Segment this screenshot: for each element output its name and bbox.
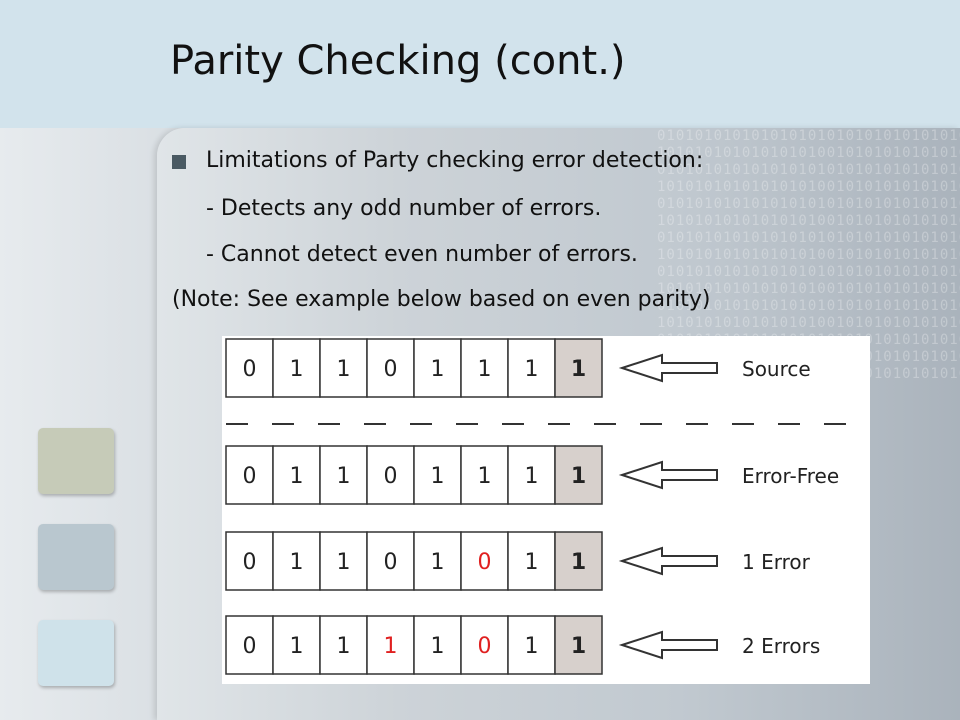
title-band [0, 0, 960, 128]
decorative-square-3 [38, 620, 114, 686]
bit-value: 1 [290, 357, 304, 382]
bit-value: 1 [525, 357, 539, 382]
bit-value: 1 [290, 464, 304, 489]
slide-title: Parity Checking (cont.) [170, 38, 626, 84]
bit-value: 1 [431, 464, 445, 489]
bit-cell [272, 531, 321, 591]
bit-cell [366, 531, 415, 591]
bit-value: 1 [571, 634, 586, 659]
bit-value: 1 [384, 634, 398, 659]
bit-cell [225, 338, 274, 398]
bit-value: 1 [571, 550, 586, 575]
bit-cell [272, 338, 321, 398]
bit-cell [366, 445, 415, 505]
left-arrow-icon [618, 460, 718, 490]
bit-cell [272, 445, 321, 505]
bit-value: 0 [243, 357, 257, 382]
point-odd-errors: - Detects any odd number of errors. [206, 196, 602, 221]
decorative-square-1 [38, 428, 114, 494]
bit-value: 0 [243, 634, 257, 659]
bit-value: 1 [337, 634, 351, 659]
point-even-errors: - Cannot detect even number of errors. [206, 242, 638, 267]
note-text: (Note: See example below based on even p… [172, 287, 711, 312]
bit-cell [554, 615, 603, 675]
bit-value: 1 [431, 634, 445, 659]
bit-value: 1 [431, 357, 445, 382]
bit-value: 1 [478, 357, 492, 382]
bit-value: 1 [571, 357, 586, 382]
bit-value: 0 [243, 550, 257, 575]
bit-value: 1 [525, 464, 539, 489]
row-label: Error-Free [742, 464, 839, 488]
bit-cell [554, 338, 603, 398]
bit-value: 1 [525, 634, 539, 659]
bit-cell [413, 338, 462, 398]
bit-cell [460, 445, 509, 505]
bit-value: 0 [243, 464, 257, 489]
decorative-square-2 [38, 524, 114, 590]
bit-value: 1 [478, 464, 492, 489]
bit-cell [507, 615, 556, 675]
left-arrow-icon [618, 353, 718, 383]
bit-value: 1 [337, 357, 351, 382]
bit-cell [554, 531, 603, 591]
bit-cell [319, 445, 368, 505]
bit-cell [413, 615, 462, 675]
bit-value: 1 [431, 550, 445, 575]
bit-value: 1 [525, 550, 539, 575]
row-label: 1 Error [742, 550, 811, 574]
bit-value: 1 [290, 634, 304, 659]
bit-cell [319, 338, 368, 398]
bullet-square-icon [172, 155, 186, 169]
bit-value: 0 [384, 464, 398, 489]
bit-cell [460, 338, 509, 398]
bit-cell [272, 615, 321, 675]
bit-cell [413, 445, 462, 505]
bit-cell [225, 615, 274, 675]
bullet-text: Limitations of Party checking error dete… [206, 148, 704, 173]
row-label: Source [742, 357, 811, 381]
bit-cell [507, 338, 556, 398]
bit-value: 1 [571, 464, 586, 489]
bit-cell [225, 531, 274, 591]
bit-cell [460, 531, 509, 591]
bit-value: 0 [384, 550, 398, 575]
bit-cell [225, 445, 274, 505]
bit-value: 0 [384, 357, 398, 382]
left-arrow-icon [618, 630, 718, 660]
bit-value: 0 [478, 634, 492, 659]
bit-cell [507, 531, 556, 591]
left-arrow-icon [618, 546, 718, 576]
bit-value: 1 [290, 550, 304, 575]
bit-value: 1 [337, 550, 351, 575]
bit-value: 1 [337, 464, 351, 489]
row-label: 2 Errors [742, 634, 820, 658]
bit-cell [413, 531, 462, 591]
bit-cell [319, 531, 368, 591]
bit-value: 0 [478, 550, 492, 575]
bit-cell [554, 445, 603, 505]
bit-cell [319, 615, 368, 675]
